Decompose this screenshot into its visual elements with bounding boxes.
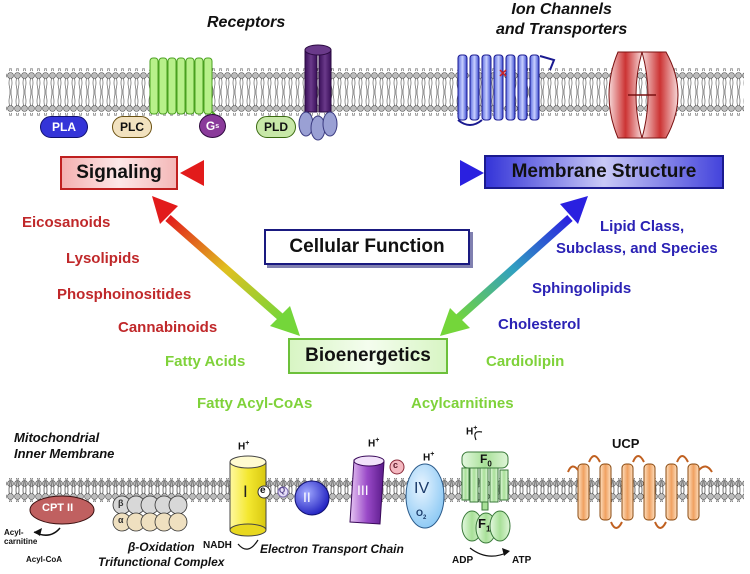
pla-enzyme: PLA	[40, 116, 88, 138]
proton-text: H	[466, 426, 474, 438]
structure-lipid-item: Sphingolipids	[532, 280, 632, 297]
complex-iv	[405, 463, 445, 529]
signaling-structure-arrow	[180, 160, 484, 186]
membrane-structure-label: Membrane Structure	[511, 161, 697, 182]
f1-subscript: 1	[485, 524, 491, 534]
trifunctional-complex	[112, 495, 188, 532]
plc-enzyme: PLC	[112, 116, 152, 138]
membrane-structure-node: Membrane Structure	[484, 155, 724, 189]
acyl-coa-label: Acyl-CoA	[26, 555, 63, 564]
cellular-function-node: Cellular Function	[264, 229, 470, 265]
ubiquinone-label: Q	[279, 486, 286, 495]
oxygen-subscript: 2	[423, 514, 427, 521]
proton-charge: +	[245, 440, 250, 447]
structure-lipid-item: Subclass, and Species	[556, 240, 718, 257]
structure-lipid-item: Lipid Class,	[600, 218, 685, 235]
proton-label-3: H+	[423, 451, 434, 463]
bioenergetic-lipid-item: Fatty Acids	[165, 353, 246, 370]
gs-subscript: s	[215, 122, 220, 130]
receptor-tyrosine-kinase	[298, 44, 338, 141]
complex-iii-label: III	[357, 482, 369, 498]
f0-label: F0	[480, 452, 492, 468]
proton-label-4: H+	[466, 425, 477, 437]
pld-label: PLD	[264, 120, 288, 134]
f1-label: F1	[478, 516, 490, 534]
acylcarnitine-label: Acyl- carnitine	[4, 528, 38, 546]
complex-i-label: I	[243, 482, 248, 501]
complex-i	[229, 455, 267, 550]
signaling-lipid-item: Lysolipids	[66, 250, 140, 267]
gs-label: G	[205, 119, 216, 133]
atp-label: ATP	[512, 555, 532, 566]
electron-marker	[257, 485, 271, 499]
beta-oxidation-label: β-Oxidation Trifunctional Complex	[98, 540, 225, 569]
plc-label: PLC	[120, 120, 144, 134]
bioenergetics-label: Bioenergetics	[305, 345, 431, 366]
oxygen-label: O2	[416, 508, 426, 521]
transporter-channel	[608, 51, 679, 139]
gpcr-receptor	[149, 57, 218, 125]
complex-ii-label: II	[303, 489, 311, 505]
proton-charge: +	[375, 437, 380, 444]
ion-channels-header: Ion Channels and Transporters	[496, 1, 628, 38]
nadh-label: NADH	[203, 540, 232, 551]
signaling-bioenergetics-arrow	[152, 196, 300, 336]
cellular-function-label: Cellular Function	[289, 236, 445, 257]
signaling-lipid-item: Eicosanoids	[22, 214, 111, 231]
beta-subunit-label: β	[118, 498, 124, 508]
signaling-lipid-item: Cannabinoids	[118, 319, 218, 336]
cytochrome-c	[389, 459, 405, 475]
complex-ii	[294, 480, 330, 516]
structure-lipid-item: Cholesterol	[498, 316, 581, 333]
f1-text: F	[478, 516, 486, 531]
cytochrome-c-label: c	[393, 460, 399, 470]
structure-lipid-item: Cardiolipin	[486, 353, 565, 370]
cpt2-enzyme	[29, 495, 95, 536]
proton-text: H	[368, 438, 376, 450]
signaling-lipid-item: Phosphoinositides	[57, 286, 192, 303]
pld-enzyme: PLD	[256, 116, 296, 138]
proton-label-2: H+	[368, 437, 379, 449]
bioenergetic-lipid-item: Acylcarnitines	[411, 395, 514, 412]
proton-charge: +	[473, 425, 478, 432]
complex-iii	[349, 455, 385, 525]
ion-channel	[457, 54, 556, 126]
structure-bioenergetics-arrow	[440, 196, 588, 336]
proton-label-1: H+	[238, 440, 249, 452]
signaling-label: Signaling	[76, 162, 162, 183]
oxygen-text: O	[416, 508, 424, 518]
f0-subscript: 0	[487, 459, 492, 469]
bioenergetics-node: Bioenergetics	[288, 338, 448, 374]
proton-text: H	[423, 452, 431, 464]
f0-text: F	[480, 452, 488, 466]
mito-membrane-header: Mitochondrial Inner Membrane	[14, 430, 115, 461]
adp-label: ADP	[452, 555, 474, 566]
electron-label: e	[260, 485, 266, 496]
receptors-header: Receptors	[207, 14, 286, 31]
complex-iv-label: IV	[414, 480, 430, 497]
ucp-protein	[567, 455, 713, 529]
ubiquinone-q	[277, 486, 289, 498]
pla-label: PLA	[52, 120, 76, 134]
ucp-label: UCP	[612, 436, 640, 451]
proton-charge: +	[430, 451, 435, 458]
proton-text: H	[238, 441, 246, 453]
alpha-subunit-label: α	[118, 515, 124, 525]
cpt2-label: CPT II	[42, 502, 74, 514]
signaling-node: Signaling	[60, 156, 178, 190]
etc-label: Electron Transport Chain	[260, 542, 404, 556]
bioenergetic-lipid-item: Fatty Acyl-CoAs	[197, 395, 313, 412]
atp-synthase	[461, 431, 511, 557]
